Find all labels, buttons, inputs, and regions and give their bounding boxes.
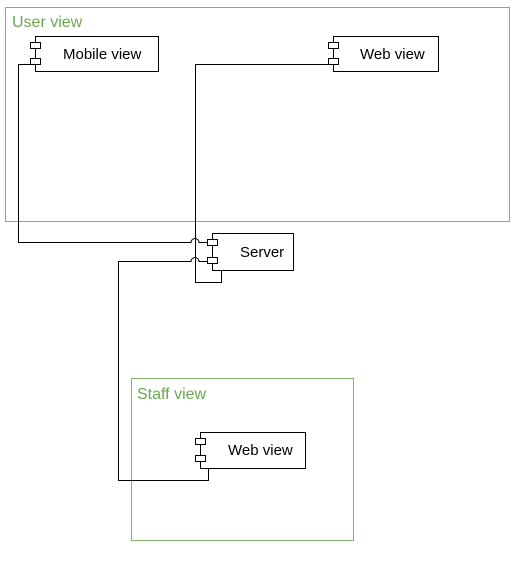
component-staff-web-view[interactable]: Web view — [195, 432, 306, 469]
component-server[interactable]: Server — [207, 233, 294, 271]
component-mobile-view-label: Mobile view — [63, 46, 142, 63]
component-icon-tab — [207, 239, 218, 246]
package-staff-view-label: Staff view — [137, 386, 207, 403]
connector-user-web-to-server[interactable] — [195, 64, 329, 283]
package-user-view[interactable]: User view — [5, 7, 510, 222]
component-user-web-view-label: Web view — [360, 46, 425, 63]
component-icon-tab — [195, 438, 206, 445]
package-user-view-frame — [5, 7, 510, 222]
component-icon-tab — [207, 257, 218, 264]
component-icon-tab — [30, 58, 41, 65]
connector-mobile-to-server[interactable] — [18, 64, 208, 243]
component-icon-tab — [30, 42, 41, 49]
component-icon-tab — [328, 42, 339, 49]
component-staff-web-view-box — [200, 432, 306, 469]
component-staff-web-view-label: Web view — [228, 442, 293, 459]
connector-staff-web-to-server[interactable] — [118, 257, 209, 481]
package-user-view-label: User view — [12, 14, 83, 31]
component-mobile-view-box — [35, 36, 159, 72]
component-server-label: Server — [240, 244, 284, 261]
package-staff-view[interactable]: Staff view — [131, 378, 354, 541]
component-icon-tab — [328, 58, 339, 65]
component-icon-tab — [195, 455, 206, 462]
component-user-web-view[interactable]: Web view — [328, 36, 439, 72]
component-server-box — [212, 233, 294, 271]
component-user-web-view-box — [333, 36, 439, 72]
component-mobile-view[interactable]: Mobile view — [30, 36, 159, 72]
package-staff-view-frame — [131, 378, 354, 541]
